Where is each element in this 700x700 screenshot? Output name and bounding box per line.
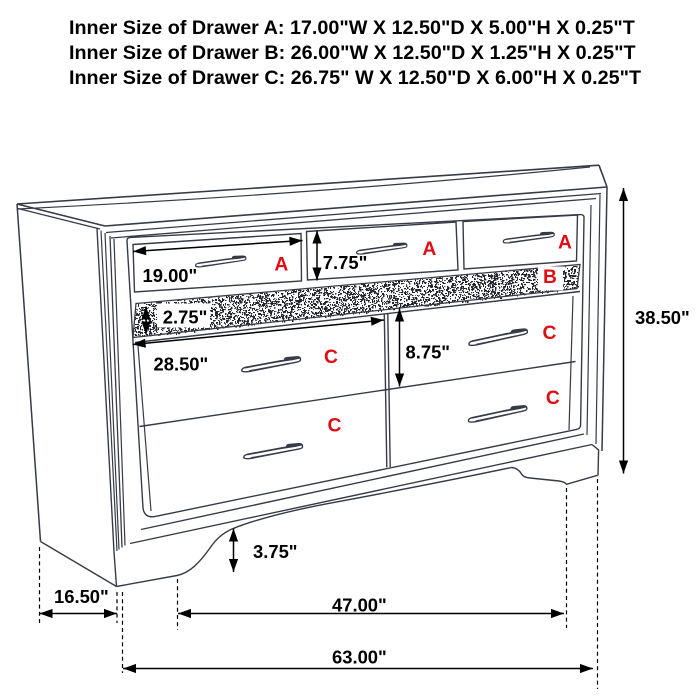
svg-text:63.00": 63.00" bbox=[332, 647, 387, 668]
svg-text:Inner Size of Drawer B: 26.00": Inner Size of Drawer B: 26.00"W X 12.50"… bbox=[69, 42, 636, 64]
svg-text:2.75": 2.75" bbox=[163, 307, 208, 328]
svg-text:8.75": 8.75" bbox=[406, 341, 451, 362]
svg-text:Inner Size of Drawer C: 26.75": Inner Size of Drawer C: 26.75" W X 12.50… bbox=[69, 67, 641, 89]
svg-text:C: C bbox=[324, 347, 338, 368]
svg-text:19.00": 19.00" bbox=[143, 265, 198, 286]
svg-text:16.50": 16.50" bbox=[54, 586, 109, 607]
svg-text:3.75": 3.75" bbox=[253, 541, 298, 562]
svg-text:C: C bbox=[543, 323, 557, 344]
svg-text:B: B bbox=[543, 267, 557, 288]
svg-text:C: C bbox=[546, 388, 560, 409]
svg-text:Inner Size of Drawer A: 17.00": Inner Size of Drawer A: 17.00"W X 12.50"… bbox=[69, 17, 635, 39]
svg-text:28.50": 28.50" bbox=[154, 354, 209, 375]
svg-text:7.75": 7.75" bbox=[323, 252, 368, 273]
svg-text:A: A bbox=[422, 239, 436, 260]
svg-text:38.50": 38.50" bbox=[635, 307, 690, 328]
svg-text:A: A bbox=[274, 254, 288, 275]
svg-text:47.00": 47.00" bbox=[332, 595, 387, 616]
svg-text:C: C bbox=[328, 416, 342, 437]
svg-text:A: A bbox=[558, 233, 572, 254]
